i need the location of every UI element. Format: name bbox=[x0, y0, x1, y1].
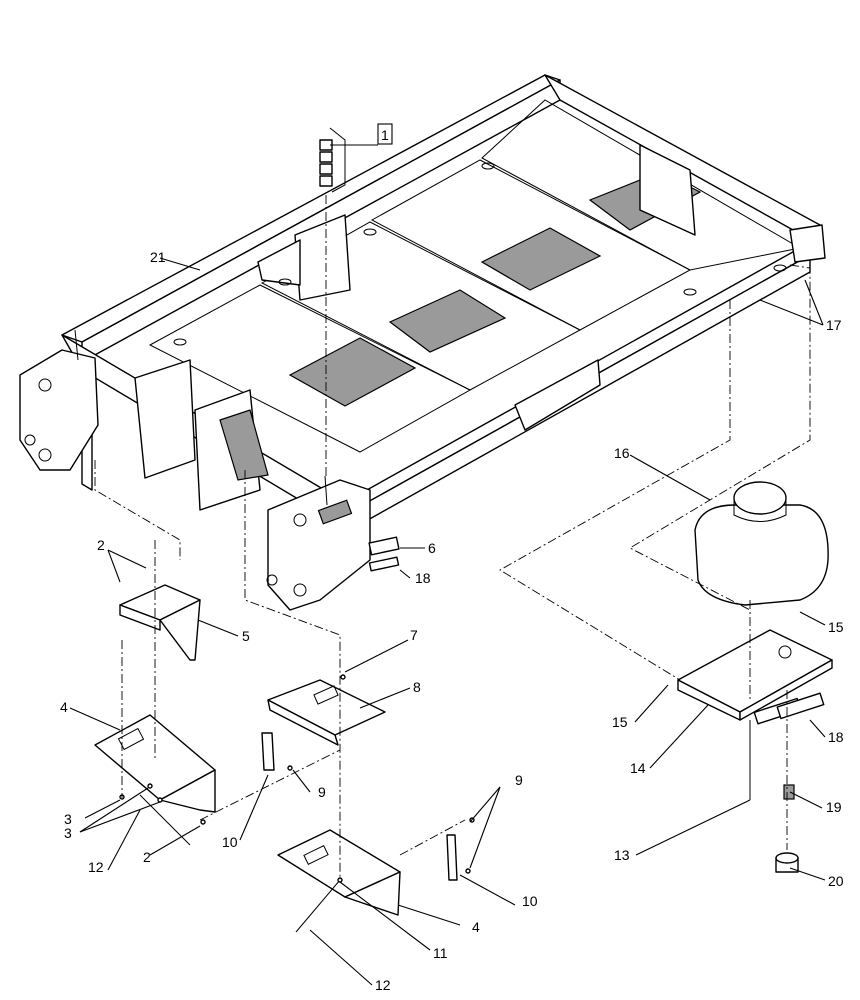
bracket-8 bbox=[267, 679, 386, 746]
callout-5: 5 bbox=[242, 628, 250, 644]
bracket-4-center bbox=[277, 829, 401, 916]
callout-4-left: 4 bbox=[60, 699, 68, 715]
leader-lines bbox=[69, 144, 826, 986]
callout-17: 17 bbox=[826, 317, 842, 333]
callout-12-left: 12 bbox=[88, 859, 104, 875]
bracket-5 bbox=[119, 584, 201, 661]
decal-18-right bbox=[776, 692, 825, 720]
callout-15-right: 15 bbox=[828, 619, 844, 635]
callout-3-bottom: 3 bbox=[64, 825, 72, 841]
callout-13: 13 bbox=[614, 847, 630, 863]
callout-labels: 1 21 17 16 6 18 2 5 7 8 4 9 9 3 3 10 12 … bbox=[60, 123, 844, 993]
callout-10-left: 10 bbox=[222, 834, 238, 850]
callout-14: 14 bbox=[630, 760, 646, 776]
callout-11: 11 bbox=[433, 945, 448, 961]
main-frame bbox=[19, 74, 826, 611]
callout-box-1 bbox=[377, 123, 393, 145]
callout-7: 7 bbox=[410, 627, 418, 643]
tank-base-plate bbox=[677, 629, 833, 725]
callout-2-bottom: 2 bbox=[143, 849, 151, 865]
spring bbox=[783, 784, 795, 800]
callout-2-top: 2 bbox=[97, 537, 105, 553]
tank bbox=[694, 481, 829, 606]
strap-10-right bbox=[446, 834, 458, 881]
strap-10-left bbox=[261, 732, 275, 771]
hidden-lines bbox=[94, 195, 811, 880]
decal-18-left bbox=[368, 556, 400, 572]
callout-4-center: 4 bbox=[472, 919, 480, 935]
callout-10-right: 10 bbox=[522, 893, 538, 909]
hardware-stack bbox=[319, 127, 346, 193]
callout-9-left: 9 bbox=[318, 784, 326, 800]
callout-20: 20 bbox=[828, 873, 844, 889]
callout-19: 19 bbox=[826, 799, 842, 815]
callout-18-right: 18 bbox=[828, 729, 844, 745]
callout-1: 1 bbox=[381, 127, 389, 143]
callout-3-top: 3 bbox=[64, 811, 72, 827]
callout-12-bottom: 12 bbox=[375, 977, 391, 993]
callout-15-left: 15 bbox=[612, 714, 628, 730]
callout-8: 8 bbox=[413, 679, 421, 695]
callout-21: 21 bbox=[150, 249, 166, 265]
callout-9-right: 9 bbox=[515, 772, 523, 788]
decal-6 bbox=[368, 536, 400, 556]
callout-6: 6 bbox=[428, 540, 436, 556]
callout-16: 16 bbox=[614, 445, 630, 461]
callout-18-left: 18 bbox=[415, 570, 431, 586]
